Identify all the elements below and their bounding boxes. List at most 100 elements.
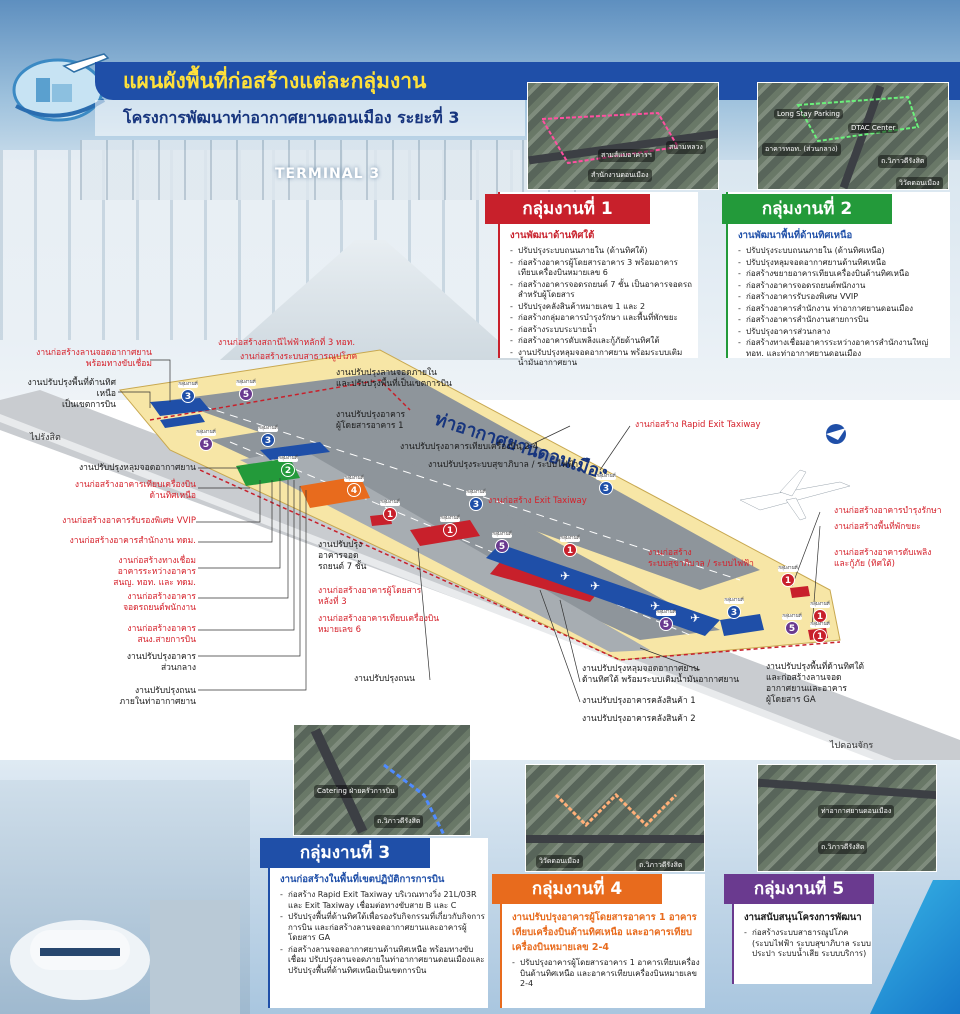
group-pin-1: กลุ่มงานที่1 [560,536,580,557]
list-item: ก่อสร้างอาคารสำนักงานสายการบิน [738,315,948,326]
group2-panel: กลุ่มงานที่ 2 งานพัฒนาพื้นที่ด้านทิศเหนื… [722,192,950,359]
list-item: ก่อสร้างระบบสาธารณูปโภค (ระบบไฟฟ้า ระบบส… [744,928,872,960]
pin-marker-icon: 3 [599,481,613,495]
aircraft-photo [0,780,250,1014]
group-pin-3: กลุ่มงานที่3 [596,474,616,495]
terminal-roof-illustration [80,140,600,200]
svg-text:✈: ✈ [650,599,660,613]
map-label: งานปรับปรุงอาคารคลังสินค้า 2 [582,714,696,724]
pin-marker-icon: 1 [813,609,827,623]
airport-logo-icon [12,53,110,122]
group2-list: ปรับปรุงระบบถนนภายใน (ด้านทิศเหนือ) ปรับ… [738,246,948,359]
map-label: งานก่อสร้างอาคารสำนักงาน ทดม. [69,536,196,546]
group2-subheading: งานพัฒนาพื้นที่ด้านทิศเหนือ [738,230,853,241]
group-pin-2: กลุ่มงานที่2 [278,456,298,477]
pin-marker-icon: 1 [813,629,827,643]
pin-caption: กลุ่มงานที่ [178,382,198,388]
list-item: ก่อสร้างขยายอาคารเทียบเครื่องบินด้านทิศเ… [738,269,948,280]
photo-label: สามส์แมอาคารฯ [598,149,655,162]
group1-list: ปรับปรุงระบบถนนภายใน (ด้านทิศใต้) ก่อสร้… [510,246,695,369]
leader-lines [118,359,821,703]
list-item: ปรับปรุงระบบถนนภายใน (ด้านทิศเหนือ) [738,246,948,257]
map-label: งานปรับปรุงลานจอดภายใน และปรับปรุงพื้นที… [336,368,452,389]
terminal-label: TERMINAL 3 [275,166,381,182]
map-label: งานปรับปรุงหลุมจอดอากาศยาน ด้านทิศใต้ พร… [582,664,740,685]
list-item: ก่อสร้างอาคารสำนักงาน ท่าอากาศยานดอนเมือ… [738,304,948,315]
list-item: งานปรับปรุงหลุมจอดอากาศยาน พร้อมระบบเติม… [510,348,695,369]
photo-label: สำนักงานดอนเมือง [588,169,652,182]
photo-label: อาคารทอท. (ส่วนกลาง) [762,143,841,156]
svg-text:✈: ✈ [690,611,700,625]
group-pin-5: กลุ่มงานที่5 [236,380,256,401]
map-label: งานปรับปรุงอาคาร ส่วนกลาง [126,652,196,673]
map-label: งานก่อสร้างระบบสาธารณูปโภค [240,352,358,362]
pin-marker-icon: 1 [781,573,795,587]
group4-list: ปรับปรุงอาคารผู้โดยสารอาคาร 1 อาคารเทียบ… [512,958,702,990]
pin-caption: กลุ่มงานที่ [236,380,256,386]
map-label: งานก่อสร้างอาคารบำรุงรักษา [834,506,942,516]
compass-icon [826,424,846,444]
pin-marker-icon: 2 [281,463,295,477]
pin-marker-icon: 3 [727,605,741,619]
group-pin-3: กลุ่มงานที่3 [724,598,744,619]
list-item: ปรับปรุงอาคารส่วนกลาง [738,327,948,338]
list-item: ปรับปรุงคลังสินค้าหมายเลข 1 และ 2 [510,302,695,313]
pin-marker-icon: 3 [181,389,195,403]
group-pin-5: กลุ่มงานที่5 [196,430,216,451]
pin-caption: กลุ่มงานที่ [596,474,616,480]
map-label: งานปรับปรุงหลุมจอดอากาศยาน [79,463,196,473]
group5-panel: กลุ่มงานที่ 5 งานสนับสนุนโครงการพัฒนา ก่… [724,874,874,984]
map-label: งานก่อสร้างทางเชื่อม อาคารระหว่างอาคาร ส… [113,556,196,588]
pin-marker-icon: 4 [347,483,361,497]
north-block-2 [160,414,205,428]
pin-caption: กลุ่มงานที่ [196,430,216,436]
pin-marker-icon: 1 [443,523,457,537]
group-pin-3: กลุ่มงานที่3 [178,382,198,403]
photo-label: ถ.วิภาวดีรังสิต [636,859,686,871]
pin-marker-icon: 3 [469,497,483,511]
red-cluster-east [790,586,810,598]
photo-label: Catering ฝ่ายครัวการบิน [314,785,398,798]
pin-caption: กลุ่มงานที่ [782,614,802,620]
pin-caption: กลุ่มงานที่ [466,490,486,496]
group5-list: ก่อสร้างระบบสาธารณูปโภค (ระบบไฟฟ้า ระบบส… [744,928,872,960]
map-label: งานก่อสร้างอาคารดับเพลิง และกู้ภัย (ทิศใ… [834,548,932,569]
pin-marker-icon: 5 [495,539,509,553]
list-item: ปรับปรุงอาคารผู้โดยสารอาคาร 1 อาคารเทียบ… [512,958,702,990]
group-pin-5: กลุ่มงานที่5 [656,610,676,631]
group-pin-1: กลุ่มงานที่1 [778,566,798,587]
map-label: งานก่อสร้างพื้นที่พักขยะ [834,522,921,532]
road-label-left: ไปรังสิต [30,433,61,443]
photo-label: Long Stay Parking [774,109,843,119]
group3-panel: กลุ่มงานที่ 3 งานก่อสร้างในพื้นที่เขตปฏิ… [260,838,488,1008]
photo-label: DTAC Center [848,123,899,133]
map-label: งานปรับปรุง อาคารจอด รถยนต์ 7 ชั้น [318,540,367,572]
group3-list: ก่อสร้าง Rapid Exit Taxiway บริเวณทางวิ่… [280,890,486,976]
group-pin-1: กลุ่มงานที่1 [440,516,460,537]
map-label: งานก่อสร้างอาคารรับรองพิเศษ VVIP [62,516,196,526]
group-pin-5: กลุ่มงานที่5 [492,532,512,553]
map-label: งานปรับปรุงพื้นที่ด้านทิศใต้ และก่อสร้าง… [766,662,864,705]
photo-label: สนามหลวง [666,141,706,154]
pin-caption: กลุ่มงานที่ [278,456,298,462]
airplane-icon [739,469,851,521]
photo-label: ถ.วิภาวดีรังสิต [818,841,868,854]
pin-marker-icon: 5 [659,617,673,631]
list-item: ก่อสร้างอาคารผู้โดยสารอาคาร 3 พร้อมอาคาร… [510,258,695,279]
list-item: ก่อสร้างระบบระบายน้ำ [510,325,695,336]
group3-subheading: งานก่อสร้างในพื้นที่เขตปฏิบัติการการบิน [280,874,445,885]
group5-heading: กลุ่มงานที่ 5 [724,874,874,904]
pin-caption: กลุ่มงานที่ [778,566,798,572]
group3-aerial-photo: Catering ฝ่ายครัวการบิน ถ.วิภาวดีรังสิต [293,724,471,836]
list-item: ก่อสร้างอาคารจอดรถยนต์พนักงาน [738,281,948,292]
pin-marker-icon: 5 [785,621,799,635]
group2-aerial-photo: Long Stay Parking DTAC Center อาคารทอท. … [757,82,949,190]
list-item: ปรับปรุงระบบถนนภายใน (ด้านทิศใต้) [510,246,695,257]
pin-caption: กลุ่มงานที่ [656,610,676,616]
list-item: ก่อสร้างทางเชื่อมอาคารระหว่างอาคารสำนักง… [738,338,948,359]
pin-caption: กลุ่มงานที่ [258,426,278,432]
map-label: งานปรับปรุงถนน [354,674,415,684]
map-label: งานก่อสร้าง Rapid Exit Taxiway [635,420,761,430]
list-item: ก่อสร้าง Rapid Exit Taxiway บริเวณทางวิ่… [280,890,486,911]
group-pin-1: กลุ่มงานที่1 [380,500,400,521]
